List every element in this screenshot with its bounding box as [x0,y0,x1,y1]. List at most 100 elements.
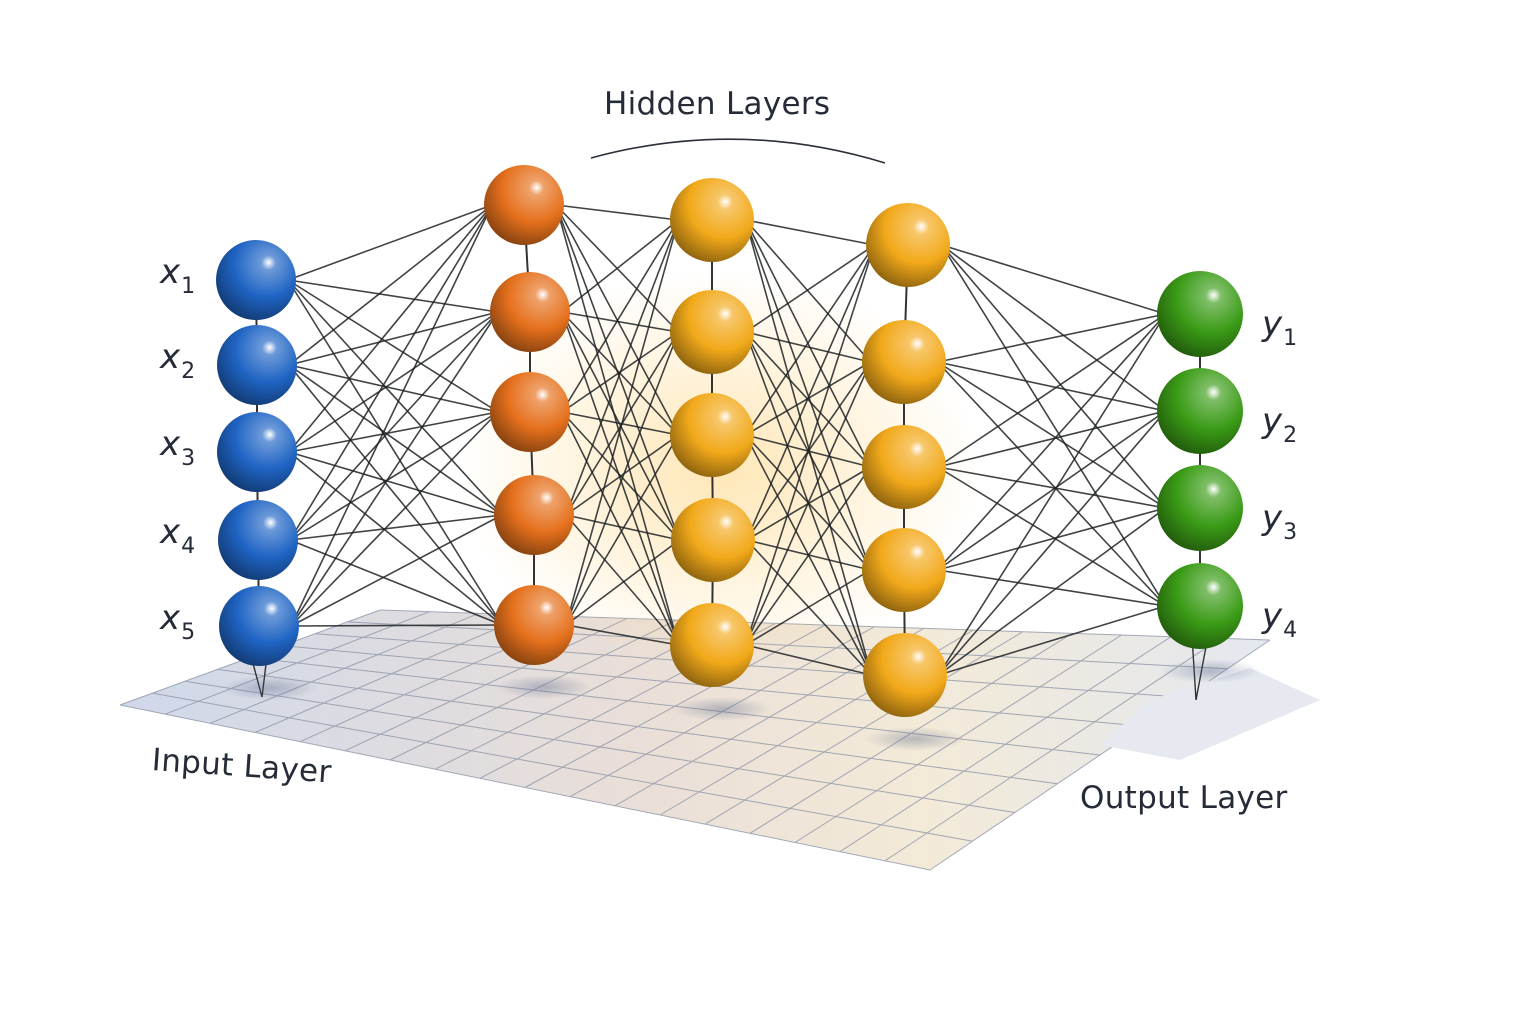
input-var-label-2: x2 [160,337,195,384]
var-subscript: 4 [181,534,196,559]
edge-hidden3-2-to-output-1 [937,313,1166,363]
node-shadow [671,697,773,721]
edge-hidden2-2-to-hidden3-1 [745,244,875,333]
node-shadow [496,675,592,699]
var-symbol: y [1262,498,1283,538]
output-pin [1191,635,1209,701]
hidden2-node-sphere [671,498,755,582]
edge-hidden3-5-to-output-1 [937,313,1167,676]
edge-hidden3-1-to-output-2 [941,244,1167,412]
edge-input-5-to-hidden1-2 [290,311,499,627]
hidden1-node-sphere [490,372,570,452]
edge-hidden2-2-to-hidden3-2 [745,331,871,363]
node-hidden3-3 [862,425,946,509]
edge-hidden3-3-to-output-4 [937,466,1167,607]
node-input-4 [218,500,298,580]
output-pad [1100,668,1320,760]
var-subscript: 4 [1283,618,1298,643]
input-node-sphere [217,325,297,405]
edge-hidden3-1-to-output-4 [940,244,1167,607]
edge-input-4-to-hidden1-3 [289,411,499,541]
edge-hidden1-5-to-hidden2-2 [565,331,680,626]
node-hidden1-5 [494,585,592,699]
output-var-label-2: y2 [1262,401,1297,448]
hidden3-node-sphere [862,528,946,612]
var-symbol: y [1262,596,1283,636]
edge-hidden3-2-to-output-2 [937,361,1166,412]
edge-hidden1-4-to-hidden2-5 [565,514,680,646]
edge-input-5-to-hidden1-3 [290,411,499,627]
output-var-label-3: y3 [1262,498,1297,545]
node-output-2 [1157,368,1243,454]
var-symbol: x [160,337,181,377]
hidden2-node-sphere [670,603,754,687]
edge-input-1-to-hidden1-3 [287,279,499,413]
edge-hidden2-5-to-hidden3-5 [745,644,872,676]
edge-hidden2-4-to-hidden3-1 [745,244,876,541]
hidden3-node-sphere [866,203,950,287]
output-node-sphere [1157,465,1243,551]
var-subscript: 1 [1283,326,1298,351]
hidden1-node-sphere [494,475,574,555]
input-var-label-4: x4 [160,512,195,559]
node-input-1 [216,240,296,320]
node-input-3 [217,412,297,492]
hidden2-node-sphere [670,178,754,262]
edge-input-2-to-hidden1-1 [288,204,493,366]
hidden3-node-sphere [862,425,946,509]
edge-input-1-to-hidden1-1 [287,204,493,281]
edge-hidden2-1-to-hidden3-1 [745,219,875,246]
edge-hidden2-5-to-hidden3-1 [744,244,876,646]
var-symbol: x [160,424,181,464]
edge-hidden1-5-to-hidden2-5 [565,624,679,646]
edge-input-2-to-hidden1-4 [288,364,503,516]
edge-input-5-to-hidden1-4 [290,514,503,627]
input-node-sphere [216,240,296,320]
edge-hidden2-1-to-hidden3-4 [744,219,872,571]
var-subscript: 5 [181,620,196,645]
edge-input-4-to-hidden1-1 [289,204,493,541]
hidden2-node-sphere [670,393,754,477]
edge-input-3-to-hidden1-5 [288,451,503,626]
input-var-label-5: x5 [160,598,195,645]
edge-hidden3-5-to-output-3 [938,507,1167,676]
node-shadow [1158,659,1262,683]
var-symbol: y [1262,304,1283,344]
node-hidden3-5 [863,633,966,751]
edge-hidden1-3-to-hidden2-3 [561,411,679,436]
hidden-layers-bracket [590,138,886,164]
var-subscript: 3 [181,446,196,471]
edge-hidden3-3-to-output-1 [937,313,1167,468]
edge-input-2-to-hidden1-3 [288,364,499,413]
edge-input-3-to-hidden1-2 [288,311,499,453]
var-symbol: y [1262,401,1283,441]
edge-input-3-to-hidden1-1 [288,204,493,453]
edge-hidden2-5-to-hidden3-2 [744,361,872,646]
input-node-sphere [219,586,299,666]
edge-hidden3-4-to-output-2 [937,410,1167,571]
var-symbol: x [160,512,181,552]
node-output-4 [1157,563,1262,683]
input-var-label-3: x3 [160,424,195,471]
output-var-label-4: y4 [1262,596,1297,643]
node-input-5 [219,586,317,700]
var-subscript: 2 [181,359,196,384]
output-layer-label: Output Layer [1080,780,1288,816]
hidden1-node-sphere [484,165,564,245]
edge-hidden3-2-to-output-4 [937,361,1167,607]
edge-hidden1-2-to-hidden2-5 [561,311,680,646]
node-hidden2-5 [670,603,773,721]
edge-hidden3-4-to-output-4 [937,569,1166,607]
var-symbol: x [160,598,181,638]
edge-hidden3-5-to-output-2 [937,410,1167,676]
edge-hidden1-3-to-hidden2-1 [561,219,680,413]
node-hidden1-2 [490,272,570,352]
edge-input-2-to-hidden1-2 [288,311,499,366]
hidden3-node-sphere [862,320,946,404]
edge-input-1-to-hidden1-2 [287,279,499,313]
var-subscript: 3 [1283,520,1298,545]
edge-hidden1-2-to-hidden2-1 [561,219,679,313]
node-hidden2-2 [670,290,754,374]
edge-hidden3-5-to-output-4 [938,605,1166,676]
